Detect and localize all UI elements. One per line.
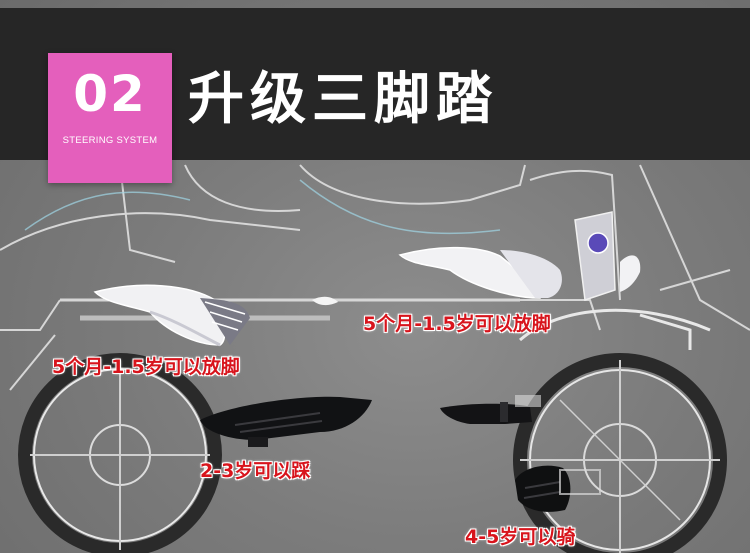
caption-front-pedal: 4-5岁可以骑: [465, 526, 576, 548]
handlebar-outline: [24, 179, 501, 235]
section-subtitle: STEERING SYSTEM: [62, 135, 158, 146]
caption-right-footrest: 5个月-1.5岁可以放脚: [363, 313, 551, 335]
section-badge: 02 STEERING SYSTEM: [48, 53, 172, 183]
caption-middle-pedal: 2-3岁可以踩: [200, 460, 311, 482]
right-pedal-image: [440, 395, 541, 424]
left-footrest-image: [93, 284, 338, 347]
front-fender: [519, 308, 711, 350]
front-logo-plate: [574, 211, 616, 302]
front-wheel: [513, 353, 727, 553]
rear-wheel: [18, 353, 222, 553]
right-footrest-image: [398, 246, 641, 299]
page-title: 升级三脚踏: [188, 67, 498, 132]
section-number: 02: [73, 65, 147, 123]
middle-pedal-image: [200, 396, 372, 447]
front-pedal-image: [515, 465, 601, 512]
caption-left-footrest: 5个月-1.5岁可以放脚: [52, 356, 240, 378]
